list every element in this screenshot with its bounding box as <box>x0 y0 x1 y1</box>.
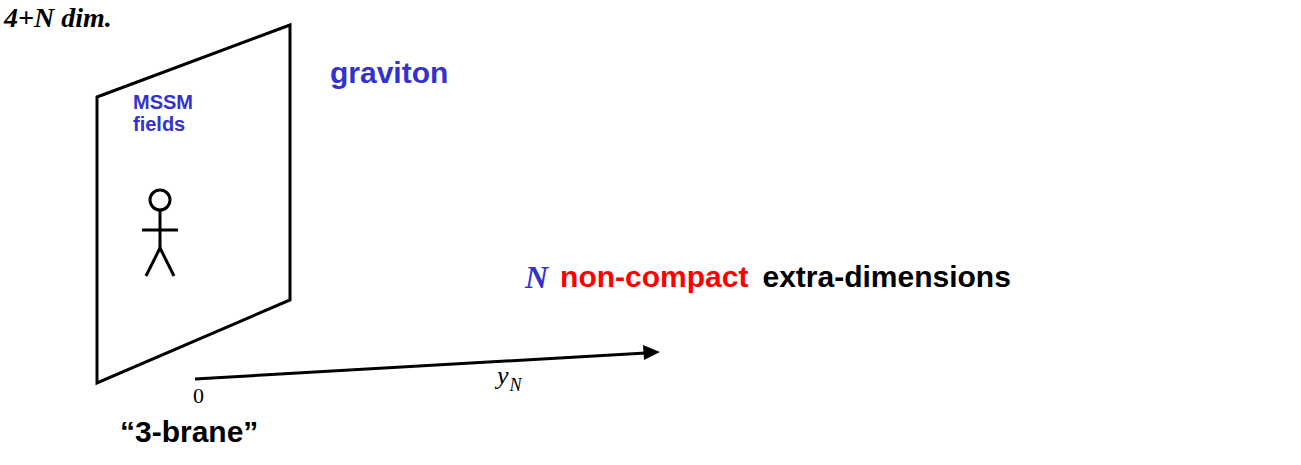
origin-label: 0 <box>193 384 204 408</box>
dimension-count: N <box>525 260 548 295</box>
brane-label: “3-brane” <box>120 415 258 448</box>
brane-outline <box>97 25 290 383</box>
axis-label: y <box>497 362 509 391</box>
stick-figure <box>142 190 178 276</box>
brane-outline-path <box>97 25 290 383</box>
axis-arrow <box>195 345 660 379</box>
dimension-label: extra-dimensions <box>762 260 1010 293</box>
axis-subscript: N <box>510 376 522 396</box>
dimension-note: 4+N dim. <box>4 3 112 34</box>
brane-plane: MSSM fields <box>97 25 290 383</box>
highlight-word: non-compact <box>560 260 748 293</box>
node-label: MSSM fields <box>133 91 205 135</box>
graviton-label: graviton <box>330 56 448 89</box>
